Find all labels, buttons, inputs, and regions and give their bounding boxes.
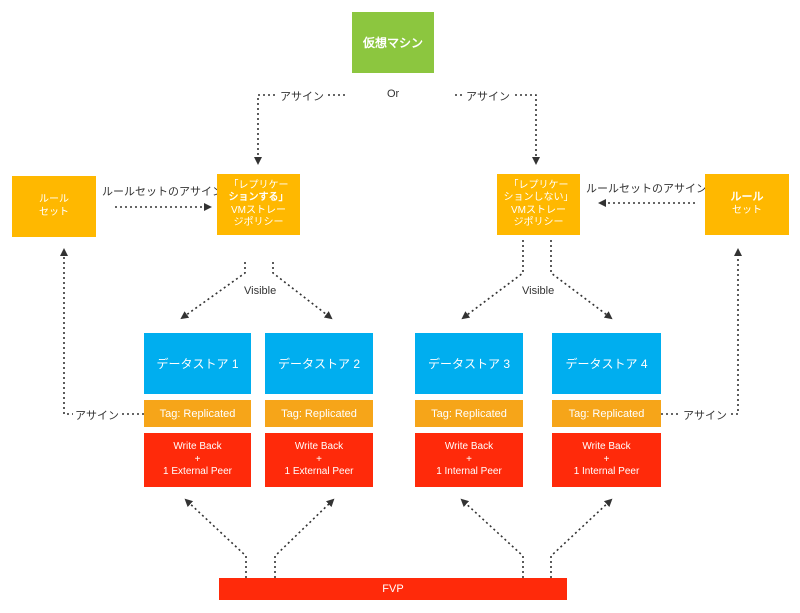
ruleset-right-line: ルール	[730, 191, 764, 204]
datastore-1-mode-line: +	[194, 453, 201, 465]
visible-arrow-ds1	[180, 262, 246, 320]
policy-replicated-line: ションする」	[228, 192, 289, 203]
ruleset-right: ルール セット	[705, 174, 789, 235]
policy-not-replicated: 「レプリケー ションしない」 VMストレー ジポリシー	[497, 174, 580, 235]
datastore-4-name: データストア 4	[565, 357, 648, 371]
datastore-3-tag: Tag: Replicated	[415, 400, 523, 427]
datastore-2-tag: Tag: Replicated	[265, 400, 373, 427]
datastore-3-mode-line: 1 Internal Peer	[436, 466, 502, 478]
policy-replicated-line: 「レプリケー	[228, 179, 289, 191]
assign-label-right: アサイン	[464, 88, 512, 104]
datastore-2-mode-line: +	[316, 453, 322, 465]
datastore-1-mode-line: 1 External Peer	[163, 466, 232, 478]
datastore-2-mode-line: Write Back	[294, 441, 344, 453]
visible-arrow-ds2	[272, 262, 333, 320]
assign-arrow-left	[254, 94, 345, 165]
ruleset-left-line: ルール	[39, 194, 69, 205]
datastore-3-mode: Write Back + 1 Internal Peer	[415, 433, 523, 487]
datastore-4-tag-label: Tag: Replicated	[568, 407, 645, 420]
vm-node: 仮想マシン	[352, 12, 434, 73]
policy-replicated: 「レプリケー ションする」 VMストレー ジポリシー	[217, 174, 300, 235]
datastore-3-mode-line: +	[466, 453, 472, 465]
ruleset-left-line: セット	[39, 206, 69, 218]
datastore-3: データストア 3	[415, 333, 523, 394]
datastore-2: データストア 2	[265, 333, 373, 394]
datastore-4-mode: Write Back + 1 Internal Peer	[552, 433, 661, 487]
fvp-arrow-ds4	[550, 498, 613, 578]
datastore-4-mode-line: +	[603, 453, 610, 465]
fvp-bar: FVP	[219, 578, 567, 600]
assign-label-bottom-right: アサイン	[681, 407, 729, 423]
ruleset-left: ルール セット	[12, 176, 96, 237]
policy-not-replicated-line: VMストレー	[511, 204, 566, 216]
datastore-1-mode: Write Back + 1 External Peer	[144, 433, 251, 487]
datastore-4: データストア 4	[552, 333, 661, 394]
visible-arrow-ds3	[461, 240, 524, 320]
datastore-1: データストア 1	[144, 333, 251, 394]
vm-label: 仮想マシン	[362, 36, 423, 50]
datastore-3-name: データストア 3	[427, 357, 510, 371]
datastore-3-mode-line: Write Back	[444, 441, 494, 453]
visible-arrow-ds4	[550, 240, 613, 320]
ruleset-assign-label-left: ルールセットのアサイン	[102, 186, 223, 198]
fvp-arrow-ds1	[184, 498, 247, 578]
ruleset-assign-label-right: ルールセットのアサイン	[586, 183, 707, 195]
datastore-4-mode-line: 1 Internal Peer	[573, 466, 640, 478]
fvp-arrow-ds2	[274, 498, 335, 578]
policy-not-replicated-line: 「レプリケー	[508, 179, 569, 191]
assign-label-left: アサイン	[278, 88, 326, 104]
or-label: Or	[385, 88, 402, 100]
policy-not-replicated-line: ジポリシー	[513, 217, 564, 228]
ruleset-right-line: セット	[732, 205, 762, 217]
visible-label-right: Visible	[520, 285, 557, 297]
assign-arrow-ruleset-right	[661, 248, 742, 415]
datastore-2-name: データストア 2	[277, 357, 360, 371]
datastore-1-tag: Tag: Replicated	[144, 400, 251, 427]
datastore-1-name: データストア 1	[156, 357, 239, 371]
datastore-2-mode: Write Back + 1 External Peer	[265, 433, 373, 487]
policy-replicated-line: VMストレー	[231, 204, 286, 216]
assign-arrow-right	[455, 94, 540, 165]
datastore-1-tag-label: Tag: Replicated	[159, 407, 236, 420]
fvp-arrow-ds3	[460, 498, 524, 578]
datastore-4-mode-line: Write Back	[582, 441, 631, 453]
fvp-label: FVP	[382, 583, 404, 595]
visible-label-left: Visible	[242, 285, 279, 297]
policy-not-replicated-line: ションしない」	[503, 192, 574, 203]
datastore-2-mode-line: 1 External Peer	[284, 466, 354, 478]
datastore-2-tag-label: Tag: Replicated	[281, 407, 357, 420]
policy-replicated-line: ジポリシー	[233, 217, 284, 228]
datastore-1-mode-line: Write Back	[173, 441, 222, 453]
assign-arrow-ruleset-left	[60, 248, 144, 415]
assign-label-bottom-left: アサイン	[73, 407, 121, 423]
datastore-3-tag-label: Tag: Replicated	[431, 407, 507, 420]
datastore-4-tag: Tag: Replicated	[552, 400, 661, 427]
